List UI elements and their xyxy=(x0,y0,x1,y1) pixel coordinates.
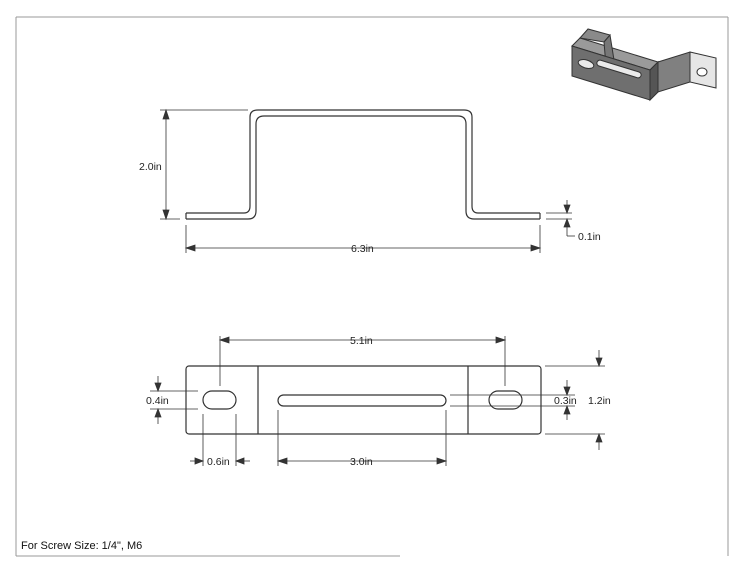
sheet-border xyxy=(15,16,729,557)
dimension-hole-spacing-label: 5.1in xyxy=(350,335,373,347)
dimension-thickness-label: 0.1in xyxy=(578,231,601,243)
mounting-hole-right xyxy=(488,390,523,410)
center-slot xyxy=(277,394,447,407)
side-view-dimension-lines xyxy=(160,108,575,253)
flat-top-view xyxy=(185,365,542,435)
dimension-height-label: 2.0in xyxy=(139,161,162,173)
screw-size-note: For Screw Size: 1/4", M6 xyxy=(21,540,143,552)
side-profile-view xyxy=(185,109,541,220)
bracket-isometric-render xyxy=(571,28,717,102)
dimension-hole-width-label: 0.6in xyxy=(207,456,230,468)
dimension-slot-length-label: 3.0in xyxy=(350,456,373,468)
flat-view-dimension-lines xyxy=(150,336,605,466)
dimension-slot-width-label: 0.3in xyxy=(554,395,577,407)
dimension-hole-height-label: 0.4in xyxy=(146,395,169,407)
dimension-length-label: 6.3in xyxy=(351,243,374,255)
dimension-flat-width-label: 1.2in xyxy=(588,395,611,407)
mounting-hole-left xyxy=(202,390,237,410)
